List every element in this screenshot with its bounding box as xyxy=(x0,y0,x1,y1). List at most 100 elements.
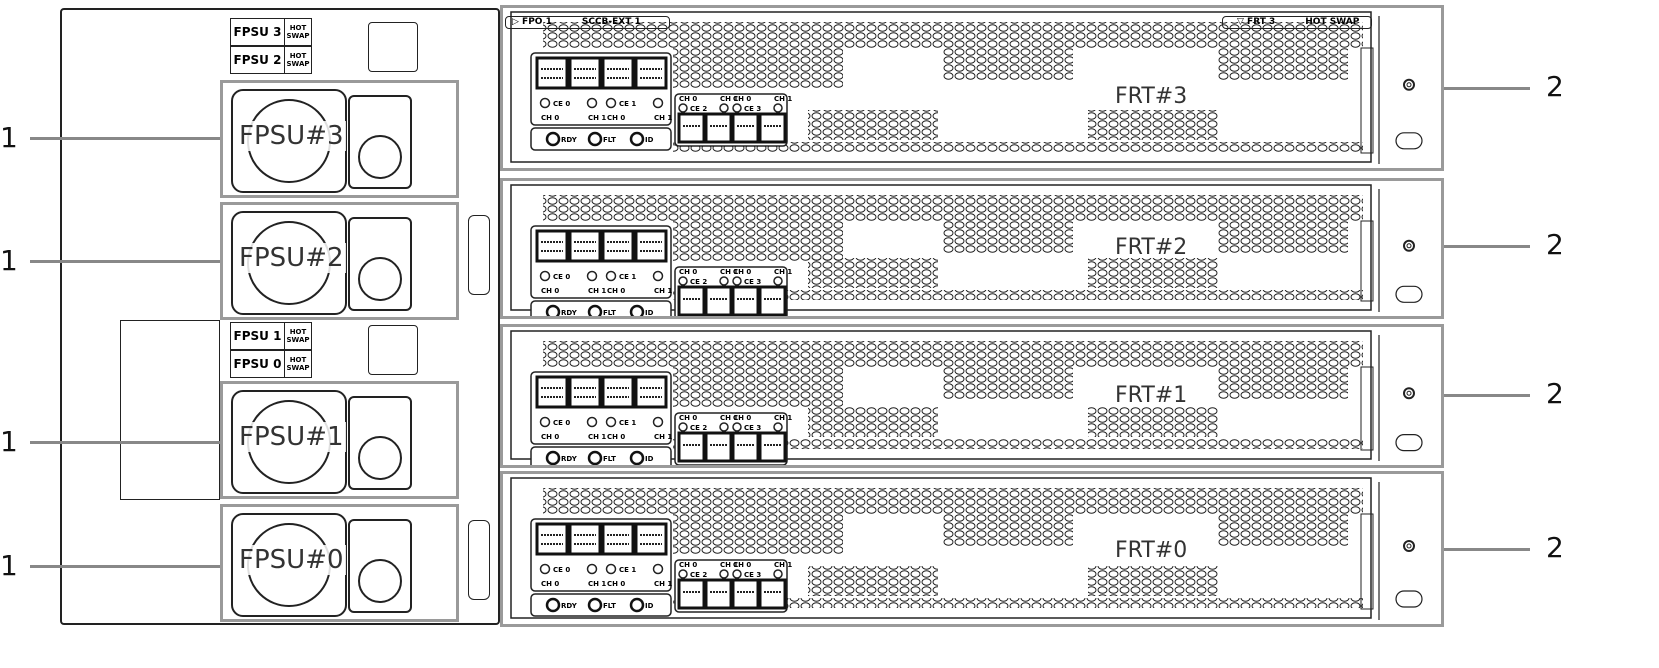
vent-holes xyxy=(673,142,1363,152)
callout-number: 2 xyxy=(1546,531,1564,564)
port-screw-icon xyxy=(652,416,664,428)
ce-label: CE 1 xyxy=(619,100,636,108)
screw-icon xyxy=(1403,387,1415,400)
port-icon xyxy=(677,578,706,610)
connector xyxy=(468,520,490,600)
ch-label: CH 1 xyxy=(588,433,606,441)
port-screw-icon xyxy=(539,563,551,575)
vent-holes xyxy=(808,566,938,596)
vent-holes xyxy=(543,22,1363,48)
vent-holes xyxy=(1088,407,1218,437)
led-icon xyxy=(629,450,645,465)
ch-label: CH 0 xyxy=(679,95,697,103)
led-label: ID xyxy=(645,455,654,463)
port-screw-icon xyxy=(719,276,729,286)
slot-name: FPSU 2 xyxy=(231,47,285,73)
ce-label: CE 0 xyxy=(553,100,570,108)
ch-label: CH 1 xyxy=(654,287,672,295)
power-inlet-icon xyxy=(348,519,412,613)
power-inlet-icon xyxy=(348,95,412,189)
led-label: ID xyxy=(645,602,654,610)
led-icon xyxy=(587,450,603,465)
swap-text: SWAP xyxy=(286,336,310,344)
ce-label: CE 3 xyxy=(744,571,761,579)
port-icon xyxy=(758,578,787,610)
port-screw-icon xyxy=(732,276,742,286)
port-icon xyxy=(601,229,635,263)
ce-label: CE 3 xyxy=(744,278,761,286)
port-icon xyxy=(731,431,760,463)
ch-label: CH 1 xyxy=(588,580,606,588)
port-screw-icon xyxy=(719,103,729,113)
port-icon xyxy=(731,112,760,144)
vent-holes xyxy=(543,488,1363,514)
led-icon xyxy=(587,597,603,613)
psu-chassis xyxy=(60,8,500,625)
port-icon xyxy=(731,578,760,610)
ch-label: CH 1 xyxy=(654,580,672,588)
ch-label: CH 0 xyxy=(607,433,625,441)
callout-line xyxy=(1444,87,1530,90)
port-screw-icon xyxy=(605,416,617,428)
ch-label: CH 1 xyxy=(720,561,738,569)
port-icon xyxy=(731,285,760,316)
ce-label: CE 0 xyxy=(553,419,570,427)
port-icon xyxy=(601,375,635,409)
port-icon xyxy=(677,285,706,316)
psu-module: FPSU#3 xyxy=(220,80,459,198)
vent-holes xyxy=(673,598,1363,608)
ce-label: CE 0 xyxy=(553,273,570,281)
port-screw-icon xyxy=(586,416,598,428)
port-screw-icon xyxy=(773,569,783,579)
led-icon xyxy=(629,597,645,613)
led-label: FLT xyxy=(603,455,616,463)
ch-label: CH 1 xyxy=(720,95,738,103)
callout-number: 2 xyxy=(1546,70,1564,103)
port-icon xyxy=(677,431,706,463)
ch-label: CH 1 xyxy=(654,433,672,441)
ce-label: CE 2 xyxy=(690,278,707,286)
vent-holes xyxy=(1088,110,1218,140)
vent-holes xyxy=(673,367,843,407)
port-icon xyxy=(601,522,635,556)
led-icon xyxy=(629,304,645,316)
vent-holes xyxy=(943,221,1073,253)
screw-icon xyxy=(1403,239,1415,252)
port-icon xyxy=(568,56,602,90)
led-icon xyxy=(545,597,561,613)
vent-holes xyxy=(543,195,1363,221)
psu-label: FPSU#3 xyxy=(237,121,346,151)
psu-label: FPSU#0 xyxy=(237,545,346,575)
port-icon xyxy=(535,229,569,263)
port-screw-icon xyxy=(732,569,742,579)
ch-label: CH 1 xyxy=(588,287,606,295)
ch-label: CH 1 xyxy=(720,268,738,276)
port-icon xyxy=(634,56,668,90)
port-screw-icon xyxy=(605,270,617,282)
vent-holes xyxy=(1088,258,1218,288)
hot-text: HOT xyxy=(289,328,307,336)
ce-label: CE 1 xyxy=(619,566,636,574)
led-icon xyxy=(629,131,645,147)
port-icon xyxy=(634,522,668,556)
screw-icon xyxy=(1403,540,1415,552)
slot-name: FPSU 0 xyxy=(231,351,285,377)
port-icon xyxy=(758,285,787,316)
handle-slot-icon xyxy=(1395,590,1423,608)
screw-housing xyxy=(368,325,418,375)
port-screw-icon xyxy=(586,563,598,575)
ch-label: CH 1 xyxy=(774,414,792,422)
psu-module: FPSU#0 xyxy=(220,504,459,622)
callout-line xyxy=(30,260,220,263)
